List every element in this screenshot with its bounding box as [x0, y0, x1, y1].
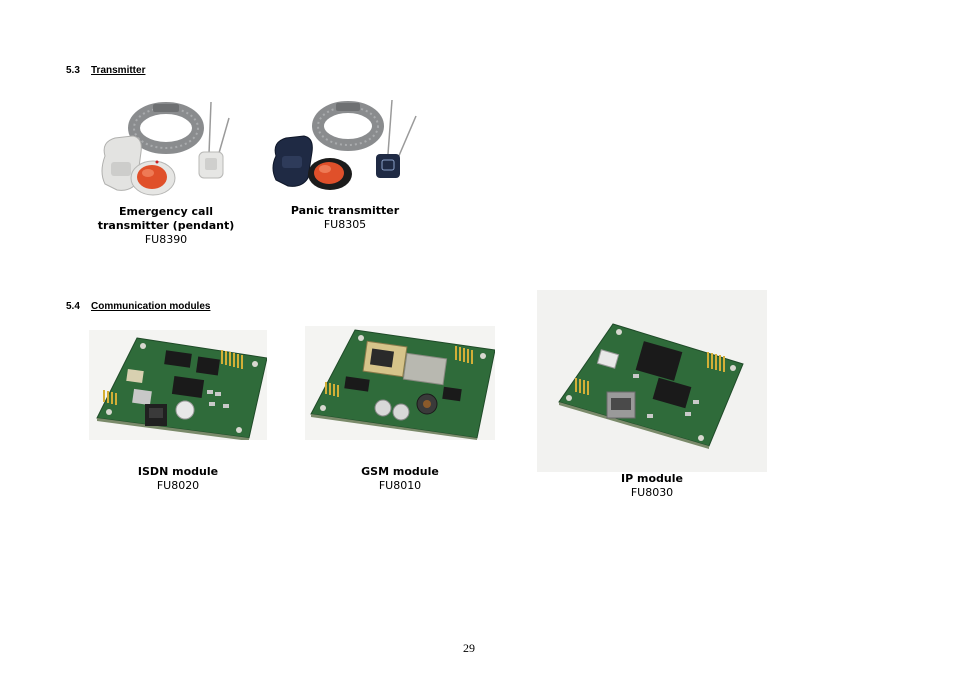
product-code: FU8305	[323, 218, 367, 231]
product-name: Emergency call transmitter (pendant)	[97, 205, 235, 232]
emergency-call-transmitter-photo	[91, 98, 241, 198]
isdn-module-photo	[89, 330, 267, 440]
section-title: Transmitter	[91, 65, 146, 76]
panic-transmitter-photo	[270, 98, 420, 190]
ip-module-photo	[537, 290, 767, 472]
gsm-module-photo	[305, 326, 495, 440]
product-gsm-module: GSM module FU8010	[304, 326, 496, 492]
product-name: ISDN module	[137, 465, 219, 478]
product-code: FU8030	[630, 486, 674, 499]
section-heading-transmitter: 5.3 Transmitter	[66, 65, 145, 76]
product-panic-transmitter: Panic transmitter FU8305	[268, 98, 422, 231]
product-name: Panic transmitter	[290, 204, 400, 217]
section-number: 5.3	[66, 65, 80, 76]
product-code: FU8020	[156, 479, 200, 492]
section-title: Communication modules	[91, 301, 211, 312]
section-heading-communication-modules: 5.4 Communication modules	[66, 301, 210, 312]
product-ip-module: IP module FU8030	[536, 290, 768, 499]
page-number: 29	[463, 641, 475, 655]
product-name: IP module	[621, 472, 683, 485]
section-number: 5.4	[66, 301, 80, 312]
product-isdn-module: ISDN module FU8020	[88, 330, 268, 492]
product-name: GSM module	[361, 465, 439, 478]
product-code: FU8390	[144, 233, 188, 246]
product-emergency-call-transmitter: Emergency call transmitter (pendant) FU8…	[86, 98, 246, 246]
product-code: FU8010	[378, 479, 422, 492]
